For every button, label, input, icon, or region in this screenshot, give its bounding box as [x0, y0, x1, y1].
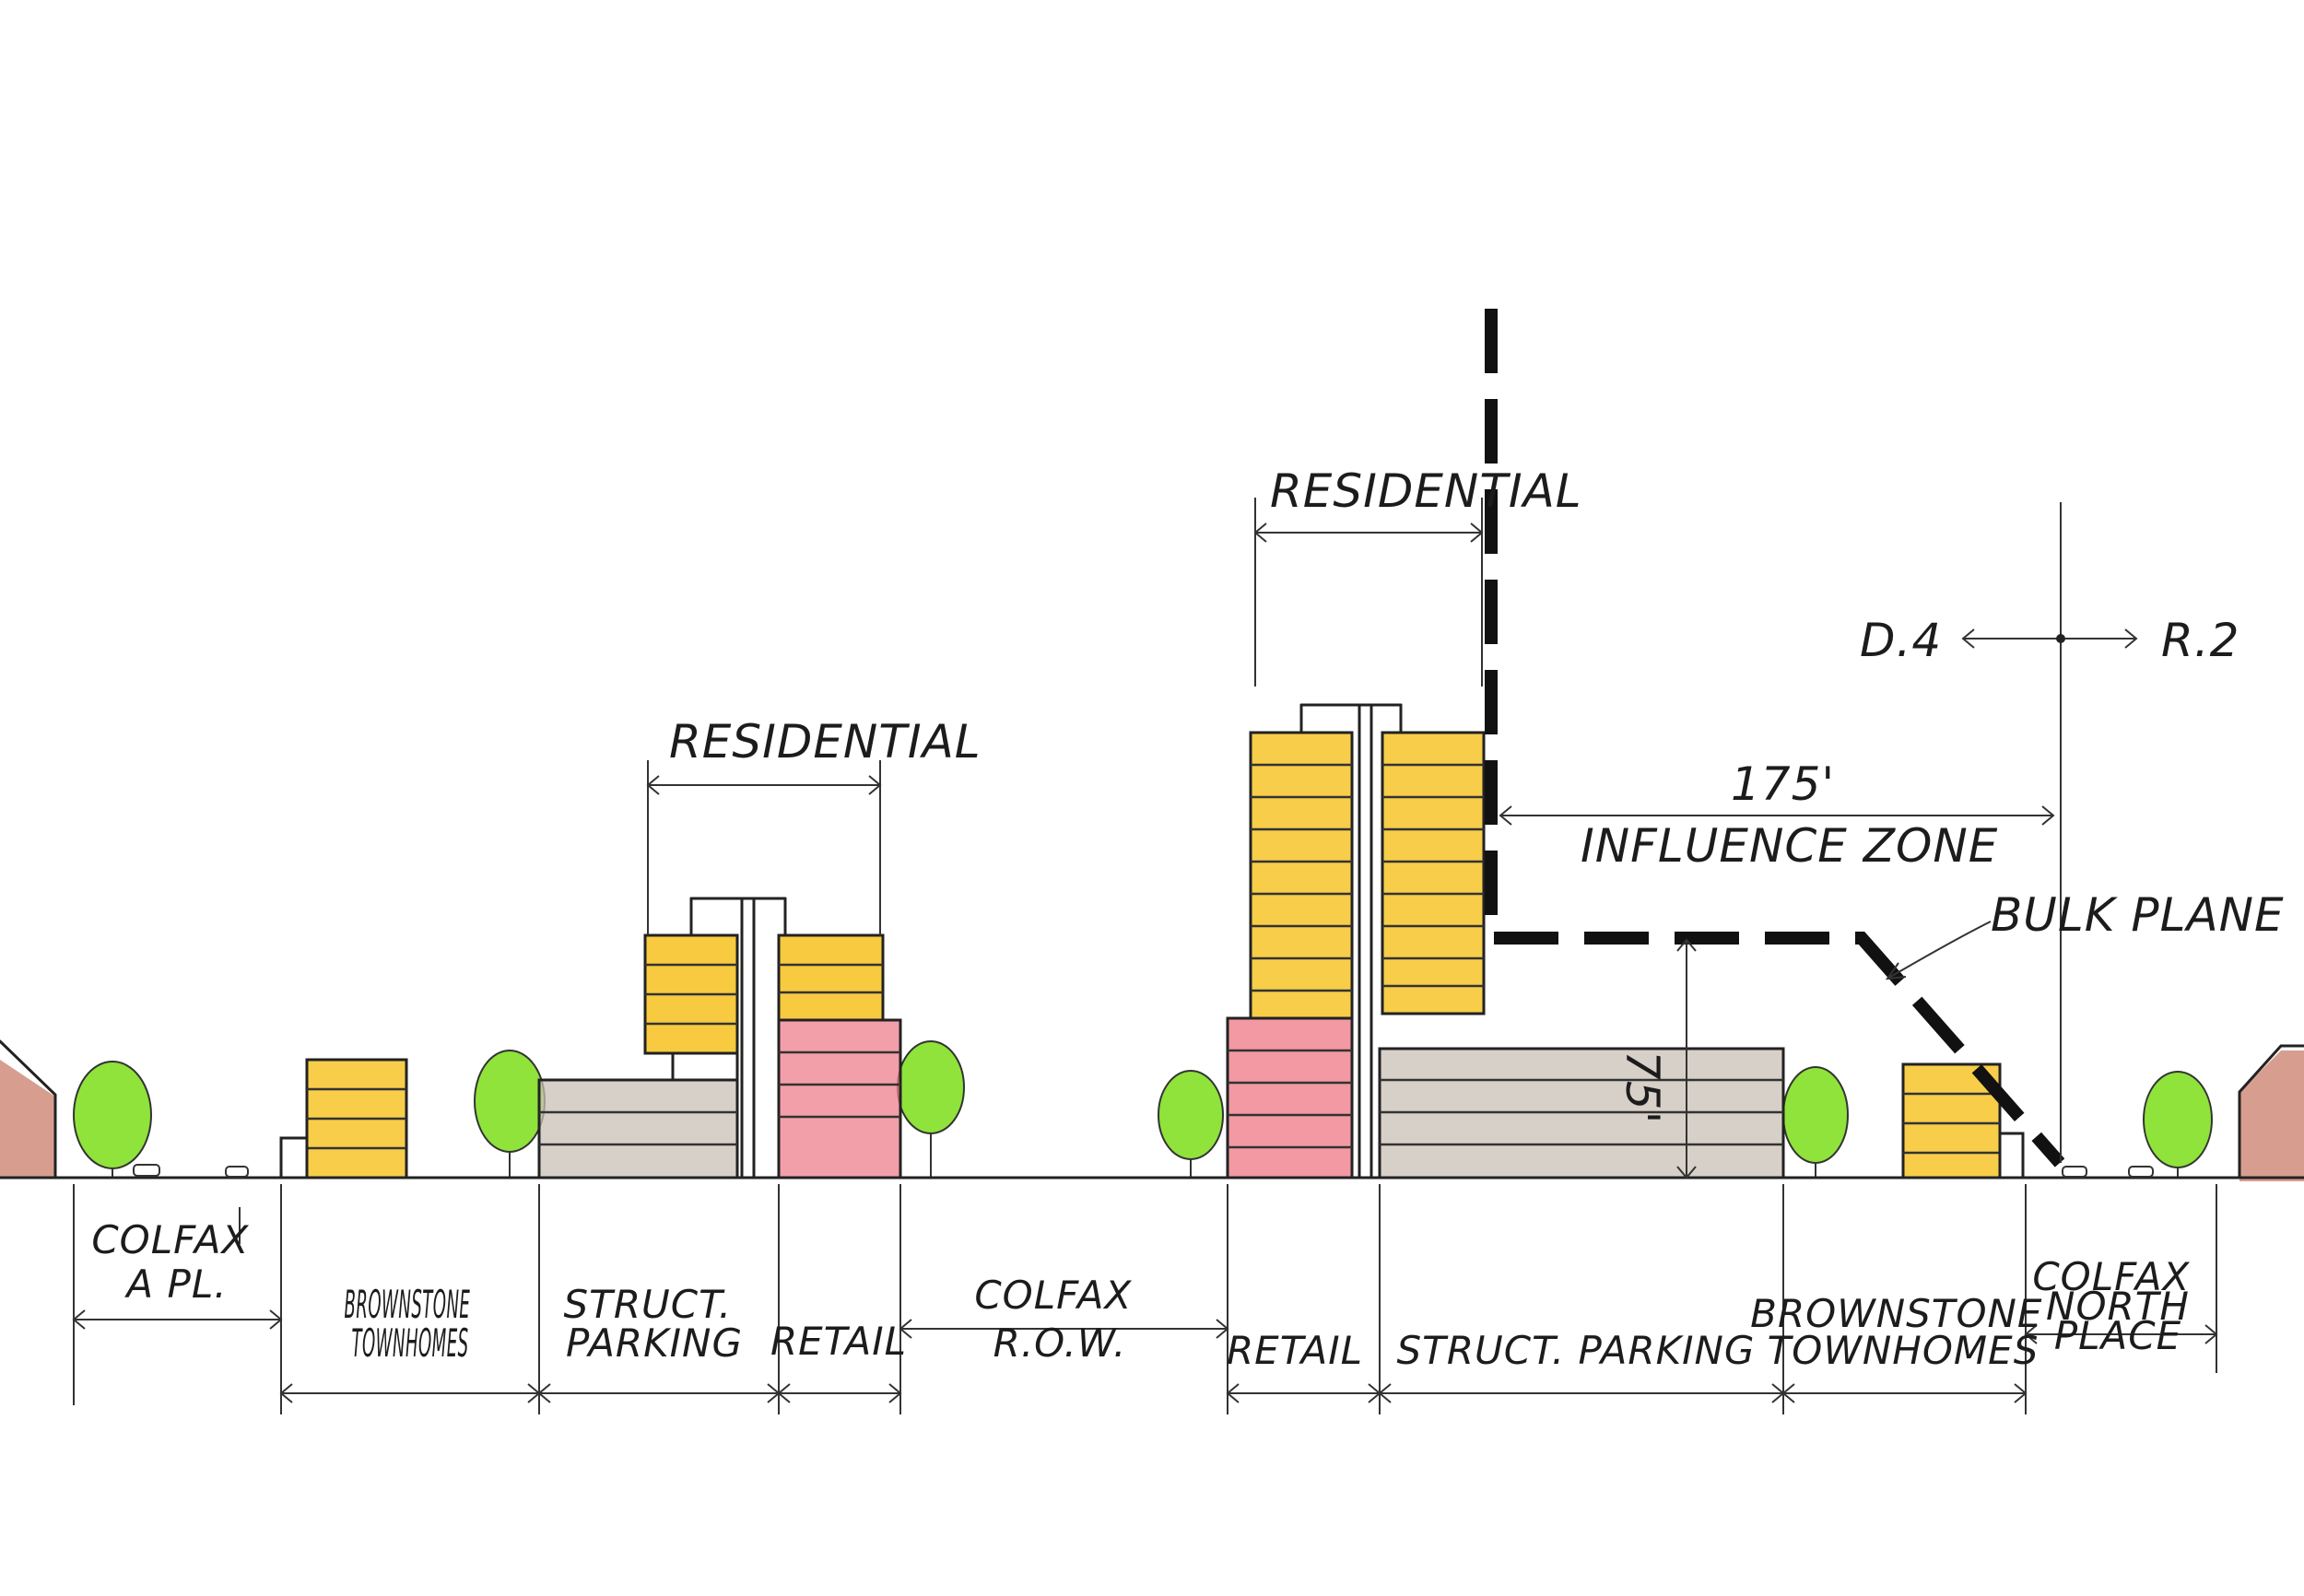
zone-retail-left-text: RETAIL	[770, 1319, 907, 1364]
zone-brownstone-left-text: BROWNSTONE	[345, 1282, 471, 1327]
residential-right-label: RESIDENTIAL	[1270, 464, 1582, 518]
struct-parking-left	[537, 1078, 739, 1179]
tree-6	[2143, 1071, 2213, 1178]
zone-colfax-north-place-line3: PLACE	[2054, 1313, 2181, 1358]
zone-r2-label: R.2	[2161, 614, 2239, 667]
house-left	[0, 1039, 57, 1179]
residential-tower-right-a	[1249, 731, 1354, 1020]
zone-retail-right-text: RETAIL	[1227, 1328, 1363, 1373]
zone-colfax-a-pl: COLFAX A PL.	[91, 1217, 262, 1307]
residential-left-label: RESIDENTIAL	[669, 715, 982, 769]
zone-brownstone-right: BROWNSTONE TOWNHOMES	[1750, 1291, 2056, 1373]
residential-tower-left-a	[643, 933, 739, 1082]
zone-colfax-row-text: COLFAX	[974, 1273, 1132, 1318]
retail-right-building	[1226, 1016, 1354, 1179]
zone-struct-parking-right-text: STRUCT. PARKING	[1397, 1328, 1756, 1373]
tree-5	[1782, 1066, 1849, 1178]
brownstone-townhomes-left	[279, 1058, 408, 1179]
zone-brownstone-left-text-line2: TOWNHOMES	[351, 1320, 468, 1366]
tree-1	[73, 1061, 152, 1178]
core-left	[689, 897, 787, 1179]
zone-colfax-a-pl-line: COLFAX	[91, 1217, 249, 1262]
zone-colfax-row: COLFAX R.O.W.	[974, 1273, 1145, 1366]
tree-2	[474, 1050, 546, 1178]
zone-d4-label: D.4	[1860, 614, 1942, 667]
cars	[133, 1164, 2154, 1178]
zone-brownstone-right-text: BROWNSTONE	[1750, 1291, 2042, 1336]
bulk-plane-line	[1485, 309, 2065, 1168]
zone-struct-parking-left-text-line2: PARKING	[566, 1320, 743, 1366]
brownstone-townhomes-right	[1901, 1062, 2025, 1179]
tree-3	[897, 1040, 965, 1178]
zone-colfax-north-place-line2: NORTH	[2046, 1284, 2190, 1329]
zone-colfax-a-pl-line-line2: A PL.	[123, 1262, 227, 1307]
zone-colfax-row-text-line2: R.O.W.	[993, 1320, 1127, 1366]
zone-retail-right: RETAIL	[1227, 1328, 1363, 1373]
zone-struct-parking-left: STRUCT. PARKING	[564, 1282, 746, 1366]
core-right	[1299, 703, 1403, 1179]
influence-distance-label: 175'	[1731, 757, 1835, 811]
zone-brownstone-right-text-line2: TOWNHOMES	[1768, 1328, 2040, 1373]
residential-tower-right-b	[1381, 731, 1486, 1015]
residential-tower-left-b	[777, 933, 902, 1179]
influence-zone-label: INFLUENCE ZONE	[1581, 819, 1998, 873]
tree-4	[1158, 1070, 1224, 1178]
struct-parking-right	[1378, 1047, 1785, 1179]
house-right	[2238, 1044, 2304, 1181]
height-75-label: 75'	[1616, 1050, 1669, 1124]
zone-struct-parking-right: STRUCT. PARKING	[1397, 1328, 1756, 1373]
bulk-plane-label: BULK PLANE	[1991, 888, 2285, 942]
zone-colfax-north-place-text: COLFAX	[2032, 1254, 2190, 1299]
zone-brownstone-left: BROWNSTONE TOWNHOMES	[345, 1282, 476, 1366]
zone-retail-left: RETAIL	[770, 1319, 907, 1364]
dimension-lines	[72, 498, 2218, 1414]
zone-struct-parking-left-text: STRUCT.	[564, 1282, 733, 1327]
